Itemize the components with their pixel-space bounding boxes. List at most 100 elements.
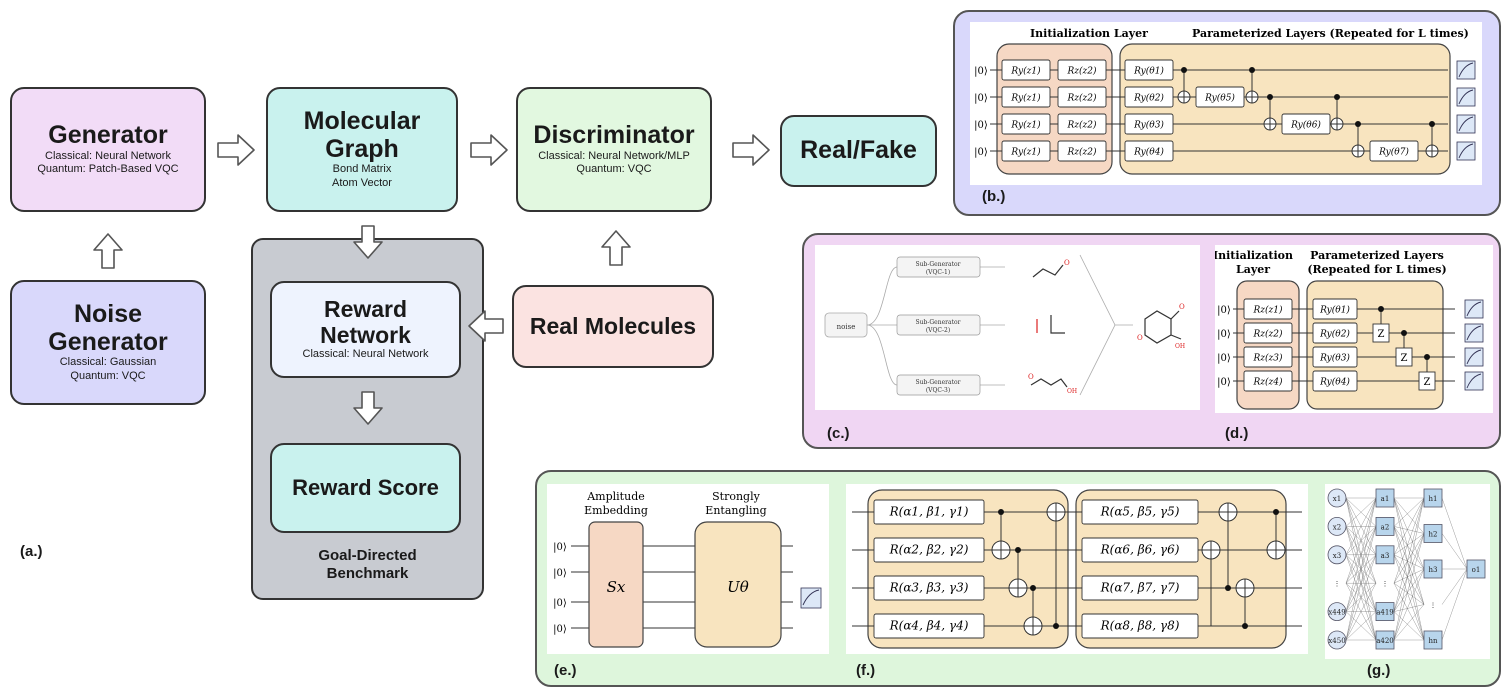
g-e2-5-2 — [1393, 568, 1425, 641]
f-gate-right-1-box — [1081, 537, 1199, 563]
b-gate-extra-2-box — [1369, 140, 1419, 162]
g-a-node-2 — [1375, 545, 1395, 565]
panel-b-label: (b.) — [982, 188, 1006, 205]
d-z-box-0 — [1372, 323, 1390, 343]
c-sub-l2-2: (VQC-3) — [926, 387, 950, 394]
d-gate-param-1: Ry(θ2) — [1319, 329, 1350, 340]
g-h-node-4 — [1423, 630, 1443, 650]
d-gate-init-1: Rz(z2) — [1252, 329, 1282, 340]
panel-g-label: (g.) — [1367, 662, 1391, 679]
g-a-node-0 — [1375, 488, 1395, 508]
g-in-node-1 — [1327, 517, 1347, 536]
c-o2: O — [1028, 373, 1034, 381]
g-e2-3-0 — [1393, 497, 1425, 584]
b-ket-0: |0⟩ — [974, 66, 988, 77]
g-e2-0-1 — [1393, 497, 1425, 534]
f-gate-left-3-box — [873, 613, 985, 639]
f-gate-left-1-box — [873, 537, 985, 563]
b-gate-ry-3-box — [1001, 140, 1051, 162]
b-cnot2-dot — [1249, 67, 1255, 73]
f-gate-left-2: R(α3, β3, γ3) — [889, 581, 969, 595]
circuit-e: Amplitude Embedding Strongly Entangling … — [553, 490, 822, 648]
d-gate-param-0: Ry(θ1) — [1319, 305, 1350, 316]
b-meter-3-curve — [1458, 143, 1474, 159]
g-e2-3-1 — [1393, 533, 1425, 584]
f-gate-right-0: R(α5, β5, γ5) — [1100, 505, 1180, 519]
d-meter-2 — [1464, 347, 1484, 367]
reward-score-title: Reward Score — [292, 474, 439, 500]
b-gate-ry-2: Ry(z1) — [1010, 120, 1041, 131]
g-in-label-4: x449 — [1328, 609, 1345, 617]
noise-sub1: Classical: Gaussian — [59, 356, 157, 369]
b-gate-rz-0: Rz(z2) — [1066, 66, 1096, 77]
c-sub-l1-1: Sub-Generator — [916, 319, 961, 326]
g-e2-4-0 — [1393, 497, 1425, 612]
b-meter-2 — [1456, 114, 1476, 134]
g-e2-1-1 — [1393, 526, 1425, 534]
g-in-label-3: ⋮ — [1334, 580, 1341, 588]
c-noise: noise — [837, 323, 856, 331]
f-gate-left-0: R(α1, β1, γ1) — [889, 505, 969, 519]
discriminator-box: Discriminator Classical: Neural Network/… — [516, 87, 712, 212]
generator-sub1: Classical: Neural Network — [45, 149, 171, 162]
g-e3-4-0 — [1441, 568, 1468, 641]
c-oh1: OH — [1067, 388, 1077, 395]
molgraph-title2: Graph — [325, 134, 399, 163]
arrow-reward-score — [353, 391, 383, 425]
panel-c-canvas — [815, 245, 1200, 410]
c-sub-l1-0: Sub-Generator — [916, 261, 961, 268]
e-ent1: Strongly — [712, 490, 760, 503]
panel-g-canvas — [1325, 484, 1490, 659]
g-out-label: o1 — [1472, 566, 1481, 574]
g-in-label-1: x2 — [1333, 523, 1341, 531]
g-e2-4-1 — [1393, 533, 1425, 612]
d-param-title2: (Repeated for L times) — [1307, 263, 1446, 276]
b-meter-0-curve — [1458, 62, 1474, 78]
g-e2-3-2 — [1393, 568, 1425, 584]
panel-f-label: (f.) — [856, 662, 876, 679]
g-e1-5-4 — [1345, 611, 1377, 641]
d-gate-init-2: Rz(z3) — [1252, 353, 1282, 364]
d-ket-2: |0⟩ — [1217, 353, 1231, 364]
d-meter-2-curve — [1466, 349, 1482, 365]
d-cz-2-dot — [1424, 354, 1430, 360]
d-z-2: Z — [1424, 377, 1431, 388]
g-e2-5-1 — [1393, 533, 1425, 641]
g-h-label-1: h2 — [1429, 531, 1438, 539]
noise-title2: Generator — [48, 327, 168, 356]
g-out-node — [1466, 559, 1486, 579]
b-gate-extra-0: Ry(θ5) — [1204, 93, 1235, 104]
reward-net-title2: Network — [320, 321, 411, 348]
reward-net-title1: Reward — [323, 296, 408, 323]
b-meter-1 — [1456, 87, 1476, 107]
g-e2-2-0 — [1393, 497, 1425, 555]
f-gate-left-3: R(α4, β4, γ4) — [889, 619, 969, 633]
b-gate-param-2-box — [1124, 113, 1174, 135]
d-gate-init-2-box — [1243, 346, 1293, 368]
d-meter-3-curve — [1466, 373, 1482, 389]
c-sub-box-2 — [896, 374, 981, 396]
e-u: Uθ — [727, 578, 749, 596]
d-ket-3: |0⟩ — [1217, 377, 1231, 388]
b-ket-2: |0⟩ — [974, 120, 988, 131]
b-gate-param-3: Ry(θ4) — [1133, 147, 1164, 158]
g-a-node-5 — [1375, 630, 1395, 650]
b-gate-ry-2-box — [1001, 113, 1051, 135]
g-e2-4-4 — [1393, 611, 1425, 641]
c-o1: O — [1064, 259, 1070, 267]
d-z-box-2 — [1418, 371, 1436, 391]
g-e2-1-0 — [1393, 497, 1425, 527]
generator-sub2: Quantum: Patch-Based VQC — [37, 163, 179, 176]
arrow-realmol-reward — [468, 310, 504, 342]
goal-title2: Benchmark — [326, 565, 409, 583]
g-e2-4-3 — [1393, 604, 1425, 612]
g-e1-5-1 — [1345, 526, 1377, 641]
arrow-noise-gen — [93, 233, 123, 269]
f-l-c1-dot — [998, 509, 1004, 515]
g-h-node-2 — [1423, 559, 1443, 579]
g-e2-5-0 — [1393, 497, 1425, 641]
b-meter-0 — [1456, 60, 1476, 80]
b-ket-3: |0⟩ — [974, 147, 988, 158]
g-e1-1-0 — [1345, 497, 1377, 527]
